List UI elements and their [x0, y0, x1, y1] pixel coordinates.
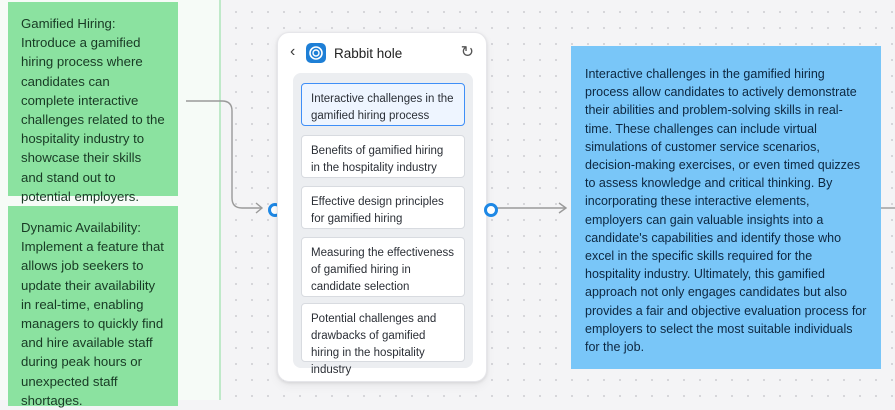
connector-arrowhead-right — [558, 202, 568, 214]
suggestion-design-principles[interactable]: Effective design principles for gamified… — [301, 186, 465, 229]
connector-line-left — [186, 100, 262, 209]
card-header: ‹ Rabbit hole ↻ — [278, 33, 486, 73]
suggestions-panel: Interactive challenges in the gamified h… — [293, 73, 473, 376]
rabbit-hole-logo-icon — [306, 43, 326, 63]
refresh-icon[interactable]: ↻ — [460, 44, 474, 61]
sticky-note-dynamic-availability[interactable]: Dynamic Availability: Implement a featur… — [8, 206, 178, 408]
suggestion-benefits[interactable]: Benefits of gamified hiring in the hospi… — [301, 135, 465, 178]
connection-port-right[interactable] — [484, 203, 498, 217]
left-column: Gamified Hiring: Introduce a gamified hi… — [0, 0, 221, 408]
suggestion-interactive-challenges[interactable]: Interactive challenges in the gamified h… — [301, 83, 465, 126]
suggestion-potential-challenges[interactable]: Potential challenges and drawbacks of ga… — [301, 303, 465, 376]
back-icon[interactable]: ‹ — [290, 43, 296, 60]
connector-arrowhead-left — [255, 202, 264, 214]
suggestion-measuring-effectiveness[interactable]: Measuring the effectiveness of gamified … — [301, 237, 465, 297]
connectors — [186, 100, 895, 214]
sticky-note-interactive-challenges-detail[interactable]: Interactive challenges in the gamified h… — [571, 46, 881, 369]
sticky-note-gamified-hiring[interactable]: Gamified Hiring: Introduce a gamified hi… — [8, 2, 178, 204]
rabbit-hole-card: ‹ Rabbit hole ↻ Interactive challenges i… — [277, 32, 487, 382]
card-title: Rabbit hole — [334, 46, 403, 61]
